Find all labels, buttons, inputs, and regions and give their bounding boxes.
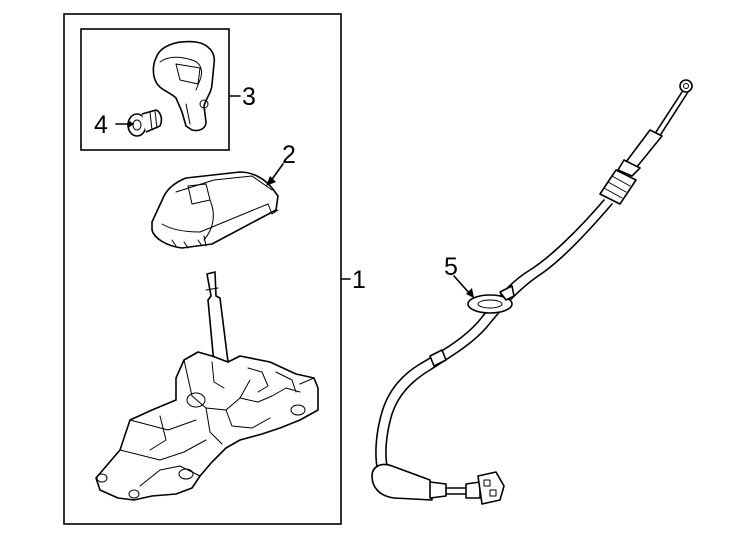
callout-4: 4	[94, 111, 108, 139]
knob-kit-box	[80, 28, 230, 151]
callout-2: 2	[282, 141, 296, 169]
shifter-assembly	[95, 271, 319, 501]
screw	[127, 109, 163, 137]
callout-5: 5	[444, 253, 458, 281]
callout-1: 1	[352, 266, 366, 294]
callout-leaders	[115, 95, 474, 298]
callout-3: 3	[242, 83, 256, 111]
shift-cable	[371, 79, 693, 505]
shifter-bezel	[151, 171, 279, 249]
shift-knob	[152, 40, 216, 132]
assembly-box	[63, 13, 342, 525]
